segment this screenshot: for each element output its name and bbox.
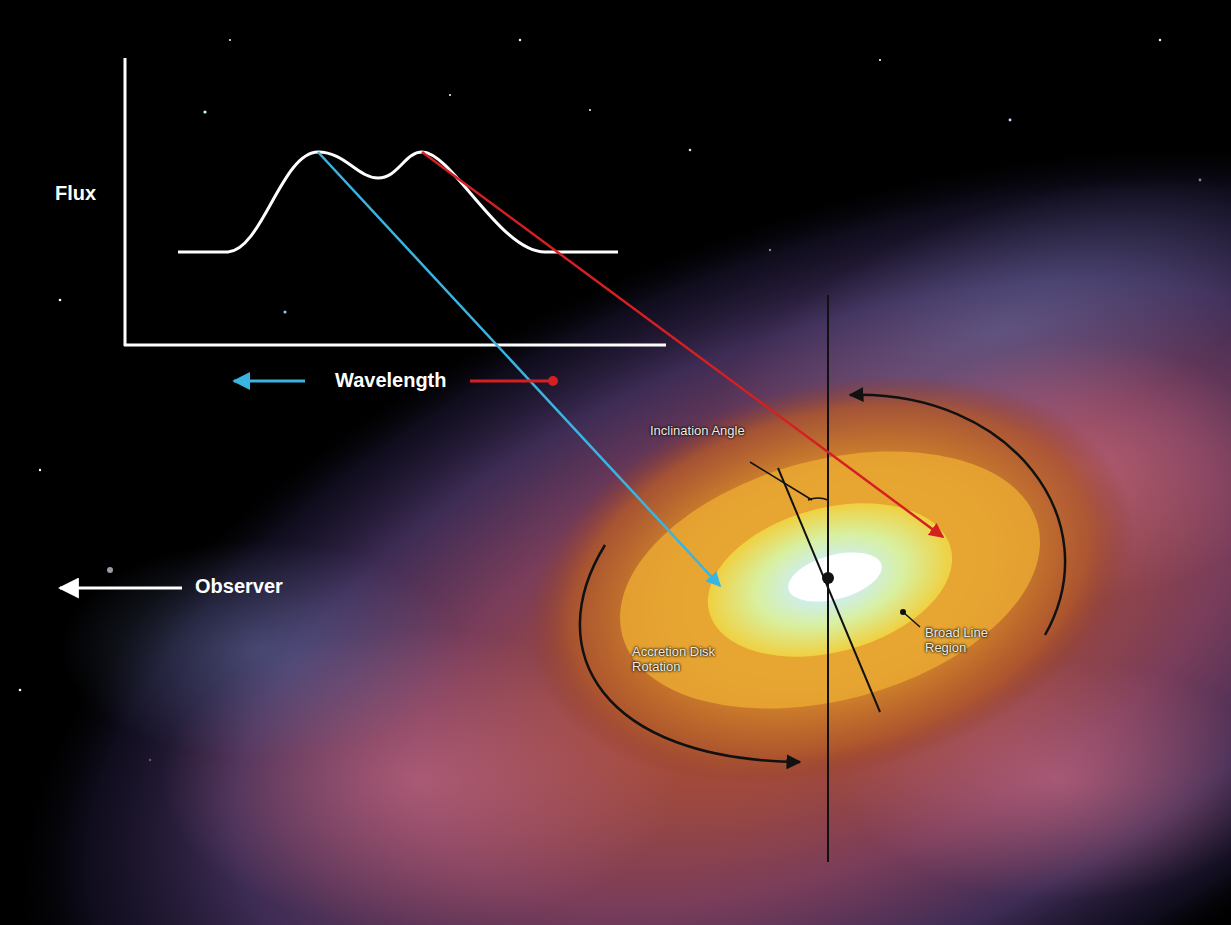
red-wavelength-dot	[548, 376, 558, 386]
vertical-axis	[827, 295, 829, 862]
star	[689, 149, 692, 152]
star	[39, 469, 41, 471]
disk-core	[783, 543, 887, 610]
rotation-arrow	[850, 395, 1065, 635]
blue-wavelength-arrow	[234, 380, 305, 383]
axis-label: Flux	[55, 182, 96, 205]
callout-label: Inclination Angle	[650, 424, 750, 439]
observer-arrow	[60, 587, 182, 590]
star	[519, 39, 521, 41]
leader-line	[903, 612, 920, 627]
star	[107, 567, 113, 573]
star	[203, 110, 206, 113]
x-axis	[124, 344, 666, 347]
spectrum-plot	[124, 58, 666, 346]
redshift-arrow	[422, 152, 943, 537]
star	[19, 689, 22, 692]
star	[589, 109, 591, 111]
star	[284, 311, 287, 314]
disk-axis	[778, 468, 880, 712]
axis-label: Wavelength	[335, 369, 447, 392]
y-axis	[124, 58, 127, 346]
observer-label: Observer	[195, 575, 283, 598]
disk-ring	[591, 408, 1068, 751]
star	[1009, 119, 1012, 122]
blueshift-arrow	[318, 152, 720, 586]
star	[59, 299, 62, 302]
star	[879, 59, 881, 61]
accretion-disk	[480, 311, 1180, 848]
red-wavelength-arrow	[470, 380, 550, 383]
leader-line	[750, 462, 812, 500]
star	[449, 94, 451, 96]
star	[229, 39, 231, 41]
callout-label: Broad Line Region	[925, 626, 1010, 656]
callout-label: Accretion Disk Rotation	[632, 645, 742, 675]
nebula-cloud	[60, 540, 460, 760]
rotation-arrow	[580, 545, 800, 762]
star	[1159, 39, 1161, 41]
disk-outer	[480, 311, 1180, 848]
